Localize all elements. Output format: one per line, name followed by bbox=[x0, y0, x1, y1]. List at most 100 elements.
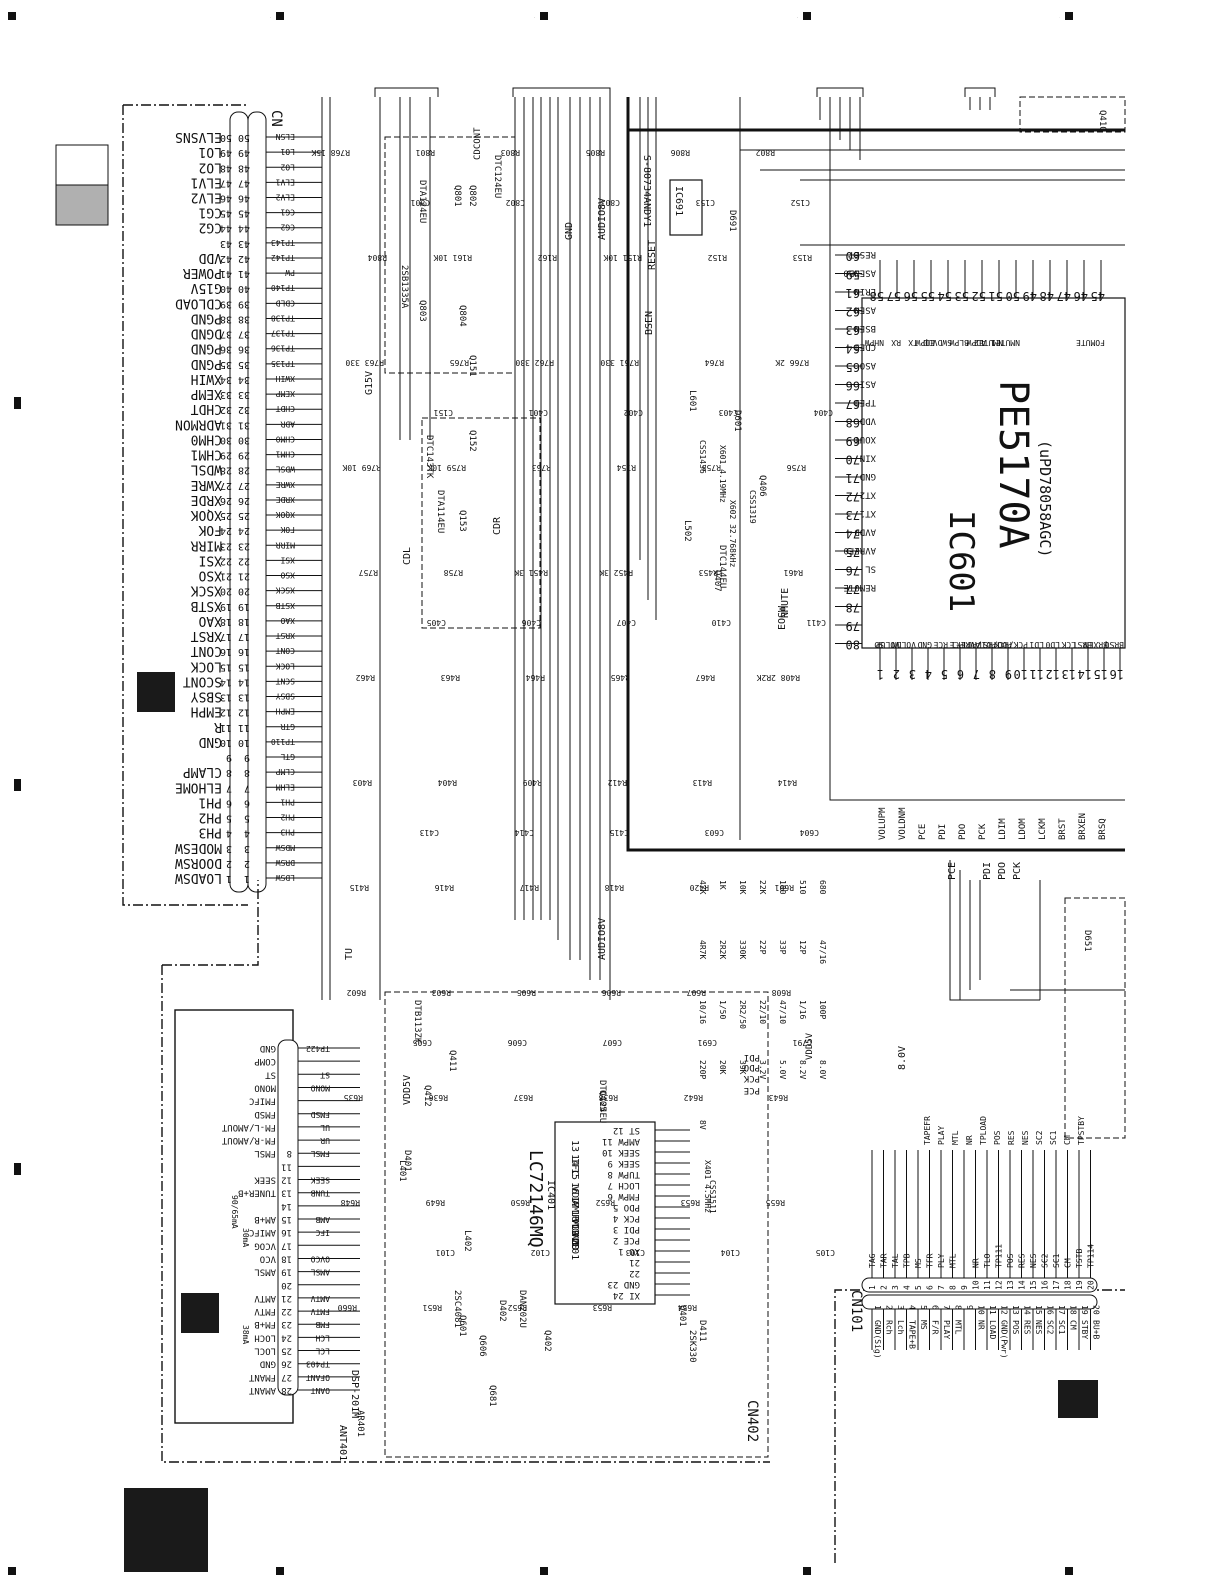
pin-number: 50 bbox=[238, 132, 250, 143]
pin-name: CG2 bbox=[199, 220, 222, 235]
net-label: ELV2 bbox=[276, 192, 295, 201]
block-marker-a bbox=[137, 672, 175, 712]
pin-number: 49 bbox=[1023, 289, 1037, 303]
resistor-label: R606 bbox=[602, 988, 621, 997]
net-label: PH2 bbox=[280, 813, 295, 822]
transistor-label: Q801 bbox=[452, 185, 462, 207]
pin-number: 76 bbox=[846, 564, 860, 578]
net-label: PDO bbox=[744, 1062, 760, 1072]
pin-number: 51 bbox=[989, 289, 1003, 303]
value-label: 2R2K bbox=[718, 940, 727, 959]
net-label: TP422 bbox=[306, 1044, 330, 1053]
pin-number: 30 bbox=[220, 434, 232, 445]
pin-number: 44 bbox=[220, 223, 232, 234]
pin-number: 7 bbox=[244, 782, 250, 793]
pin-number: 48 bbox=[220, 162, 232, 173]
pin-number: 31 bbox=[238, 419, 250, 430]
part-label: DTC144EU bbox=[717, 545, 727, 588]
net-label: PCE bbox=[744, 1085, 760, 1095]
resistor-label: R404 bbox=[438, 778, 457, 787]
pin-name: XT1 bbox=[860, 508, 876, 518]
capacitor-label: C406 bbox=[522, 618, 541, 627]
resistor-label: R636 bbox=[429, 1093, 448, 1102]
pin-name: VDD bbox=[198, 250, 222, 265]
resistor-label: R806 bbox=[671, 148, 690, 157]
pin-number: 9 bbox=[965, 1305, 974, 1310]
part-label: DAN202U bbox=[517, 1290, 527, 1328]
resistor-label: R603 bbox=[432, 988, 451, 997]
pin-number: 1 bbox=[226, 873, 232, 884]
pin-name: POS bbox=[1011, 1320, 1020, 1335]
capacitor-label: C803 bbox=[601, 198, 620, 207]
crystal-label: CSS1319 bbox=[748, 490, 757, 524]
pin-number: 47 bbox=[220, 177, 232, 188]
pin-number: 1 bbox=[877, 667, 884, 681]
pin-number: 14 bbox=[281, 1201, 292, 1211]
resistor-label: R416 bbox=[435, 883, 454, 892]
pin-number: 11 bbox=[988, 1305, 997, 1315]
pin-name: BSEN bbox=[854, 323, 876, 333]
net-label: LDOM bbox=[1018, 818, 1028, 840]
pin-name: CONT bbox=[191, 643, 222, 658]
net-label: ELSN bbox=[276, 132, 295, 141]
net-label: TP138 bbox=[271, 313, 295, 322]
pin-number: 10 bbox=[1014, 667, 1028, 681]
pin-number: 13 bbox=[281, 1188, 292, 1198]
pin-name: XSI bbox=[199, 552, 222, 567]
net-label: TPB bbox=[903, 1253, 912, 1268]
block-marker-c bbox=[1058, 1380, 1098, 1418]
pin-label: 15 VDD bbox=[569, 1168, 580, 1204]
pin-name: XRDE bbox=[191, 492, 222, 507]
pin-name: PCK/RCK bbox=[994, 640, 1028, 649]
pin-name: VOLUP bbox=[876, 640, 900, 649]
vertical-wires bbox=[321, 97, 1125, 1001]
pin-number: 20 bbox=[1092, 1305, 1101, 1315]
net-label: TP111 bbox=[995, 1244, 1004, 1268]
pin-name: VOLDN bbox=[892, 640, 916, 649]
pin-number: 16 bbox=[238, 646, 250, 657]
pin-number: 3 bbox=[896, 1305, 905, 1310]
transistor-label: Q402 bbox=[542, 1330, 552, 1352]
pin-name: AVREF0 bbox=[843, 545, 876, 555]
resistor-label: R759 10K bbox=[427, 463, 466, 472]
net-label: MONO bbox=[311, 1083, 330, 1092]
pin-number: 16 bbox=[281, 1227, 292, 1237]
net-label: TUNB bbox=[311, 1189, 330, 1198]
top-brackets bbox=[374, 87, 996, 97]
net-label: FOK bbox=[280, 525, 295, 534]
pin-number: 25 bbox=[220, 510, 232, 521]
transistor-label: Q681 bbox=[487, 1385, 497, 1407]
net-label: ELHM bbox=[276, 782, 295, 791]
net-label: PCK bbox=[1012, 862, 1023, 880]
pin-name: PGND bbox=[191, 356, 222, 371]
part-label: 2SB1335A bbox=[399, 265, 409, 309]
resistor-label: R151 10K bbox=[603, 253, 642, 262]
pin-name: XRST bbox=[191, 628, 222, 643]
pin-number: 12 bbox=[281, 1175, 292, 1185]
pin-number: 10 bbox=[972, 1280, 981, 1290]
net-label: TP135 bbox=[271, 359, 295, 368]
pin-number: 18 bbox=[220, 616, 232, 627]
value-label: 2R2/50 bbox=[738, 1000, 747, 1029]
pin-number: 19 bbox=[281, 1267, 292, 1277]
pin-number: 15 bbox=[1034, 1305, 1043, 1315]
pin-name: XT2 bbox=[860, 490, 876, 500]
pin-label: PDO 5 bbox=[613, 1202, 640, 1212]
pin-name: LOCH bbox=[254, 1332, 276, 1342]
net-label: PDI bbox=[744, 1052, 760, 1062]
net-label: XSTB bbox=[276, 601, 295, 610]
capacitor-label: C405 bbox=[427, 618, 446, 627]
pin-number: 57 bbox=[887, 289, 901, 303]
net-label: XQOK bbox=[276, 510, 295, 519]
transistor-label: Q410 bbox=[1097, 110, 1107, 132]
value-label: 8.0V bbox=[818, 1060, 827, 1079]
pin-number: 43 bbox=[220, 238, 232, 249]
net-label: XSI bbox=[280, 555, 295, 564]
pin-number: 46 bbox=[1074, 289, 1088, 303]
pin-number: 14 bbox=[1023, 1305, 1032, 1315]
part-label: 2SC4081 bbox=[452, 1290, 462, 1328]
value-label: 100 bbox=[778, 880, 787, 895]
pin-label: 22 bbox=[629, 1268, 640, 1278]
resistor-label: R417 bbox=[520, 883, 539, 892]
net-label: XSCK bbox=[276, 586, 295, 595]
